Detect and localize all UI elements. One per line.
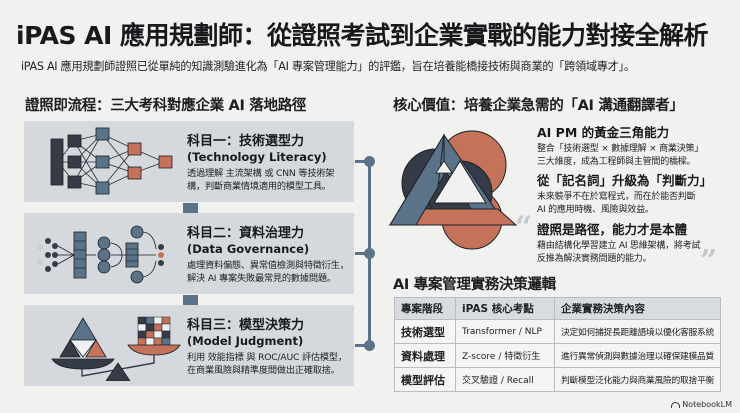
- table-row: 模型評估 交叉驗證 / Recall 判斷模型泛化能力與商業風險的取捨平衡: [393, 367, 721, 392]
- data-pipeline-icon: [37, 225, 164, 284]
- notebooklm-logo-icon: [671, 401, 681, 408]
- page-subtitle: iPAS AI 應用規劃師證照已從單純的知識測驗進化為「AI 專案管理能力」的評…: [21, 60, 635, 73]
- value-title: 從「記名詞」升級為「判斷力」: [537, 173, 713, 188]
- column-header: 企業實務決策內容: [554, 297, 721, 320]
- quote-open-icon: “: [515, 210, 533, 245]
- value-title: AI PM 的黃金三角能力: [537, 125, 670, 140]
- value-desc-line: 整合「技術選型 × 數據理解 × 商業決策」: [537, 144, 704, 154]
- card-description: 利用 效能指標 與 ROC/AUC 評估模型，在商業風險與精準度間做出正確取捨。: [187, 352, 347, 376]
- table-heading: AI 專案管理實務決策邏輯: [393, 277, 556, 293]
- page-title: iPAS AI 應用規劃師：從證照考試到企業實戰的能力對接全解析: [16, 21, 709, 50]
- connector-branch: [355, 344, 369, 347]
- flow-connector: [183, 203, 198, 213]
- value-golden-triangle: AI PM 的黃金三角能力 整合「技術選型 × 數據理解 × 商業決策」 三大維…: [537, 122, 732, 168]
- value-path-vs-ability: 證照是路徑，能力才是本體 藉由結構化學習建立 AI 思維架構，將考試 反推為解決…: [537, 219, 732, 265]
- value-desc-line: 三大維度，成為工程師與主管間的橋樑。: [537, 156, 696, 167]
- table-row: 技術選型 Transformer / NLP 決定如何捕捉長距離語境以優化客服系…: [393, 319, 721, 344]
- table-header-row: 專案階段 iPAS 核心考點 企業實務決策內容: [393, 297, 721, 320]
- connector-branch: [355, 160, 369, 163]
- balance-scale-icon: [51, 316, 181, 381]
- cell-stage: 模型評估: [393, 367, 457, 392]
- cell-decision: 進行異常偵測與數據治理以確保建模品質: [554, 343, 721, 368]
- cell-exam-point: 交叉驗證 / Recall: [455, 367, 556, 392]
- column-header: iPAS 核心考點: [455, 297, 556, 320]
- flow-connector: [183, 295, 198, 305]
- cell-decision: 決定如何捕捉長距離語境以優化客服系統: [554, 319, 721, 344]
- card-model-judgment: 科目三：模型決策力 (Model Judgment) 利用 效能指標 與 ROC…: [24, 305, 354, 386]
- column-header: 專案階段: [393, 297, 457, 320]
- connector-branch: [355, 252, 369, 255]
- decision-logic-table: 專案階段 iPAS 核心考點 企業實務決策內容 技術選型 Transformer…: [393, 297, 721, 392]
- cell-stage: 技術選型: [393, 319, 457, 344]
- neural-network-icon: [50, 127, 173, 195]
- cell-stage: 資料處理: [393, 343, 457, 368]
- value-title: 證照是路徑，能力才是本體: [537, 222, 688, 237]
- card-technology-literacy: 科目一：技術選型力 (Technology Literacy) 透過理解 主流架…: [24, 121, 354, 202]
- cell-decision: 判斷模型泛化能力與商業風險的取捨平衡: [554, 367, 721, 392]
- card-data-governance: 科目二：資料治理力 (Data Governance) 處理資料偏態、異常值檢測…: [24, 213, 354, 294]
- card-title: 科目三：模型決策力: [187, 318, 305, 333]
- value-desc-line: 藉由結構化學習建立 AI 思維架構，將考試: [537, 241, 701, 251]
- value-desc-line: AI 的應用時機、風險與效益。: [537, 204, 654, 215]
- value-judgment: 從「記名詞」升級為「判斷力」 未來競爭不在於寫程式，而在於能否判斷 AI 的應用…: [537, 170, 732, 216]
- card-subtitle: (Technology Literacy): [187, 150, 327, 164]
- left-section-heading: 證照即流程：三大考科對應企業 AI 落地路徑: [25, 98, 307, 114]
- brand-label: NotebookLM: [682, 400, 732, 409]
- connector-node: [364, 156, 375, 167]
- card-subtitle: (Data Governance): [187, 242, 310, 256]
- table-row: 資料處理 Z-score / 特徵衍生 進行異常偵測與數據治理以確保建模品質: [393, 343, 721, 368]
- notebooklm-watermark: NotebookLM: [671, 400, 732, 409]
- card-title: 科目二：資料治理力: [187, 226, 305, 241]
- cell-exam-point: Transformer / NLP: [455, 319, 556, 344]
- connector-node: [364, 248, 375, 259]
- card-description: 透過理解 主流架構 或 CNN 等技術架構，判斷商業情境適用的模型工具。: [187, 168, 335, 192]
- card-subtitle: (Model Judgment): [187, 334, 304, 348]
- right-section-heading: 核心價值：培養企業急需的「AI 溝通翻譯者」: [393, 98, 684, 114]
- card-description: 處理資料偏態、異常值檢測與特徵衍生，解決 AI 專案失敗最常見的數據問題。: [187, 260, 349, 284]
- connector-node: [364, 340, 375, 351]
- cell-exam-point: Z-score / 特徵衍生: [455, 343, 556, 368]
- card-title: 科目一：技術選型力: [187, 134, 305, 149]
- triangle-circle-emblem-icon: [388, 130, 518, 250]
- value-desc-line: 未來競爭不在於寫程式，而在於能否判斷: [537, 192, 696, 202]
- value-desc-line: 反推為解決實務問題的能力。: [537, 253, 652, 264]
- quote-close-icon: ”: [700, 244, 718, 279]
